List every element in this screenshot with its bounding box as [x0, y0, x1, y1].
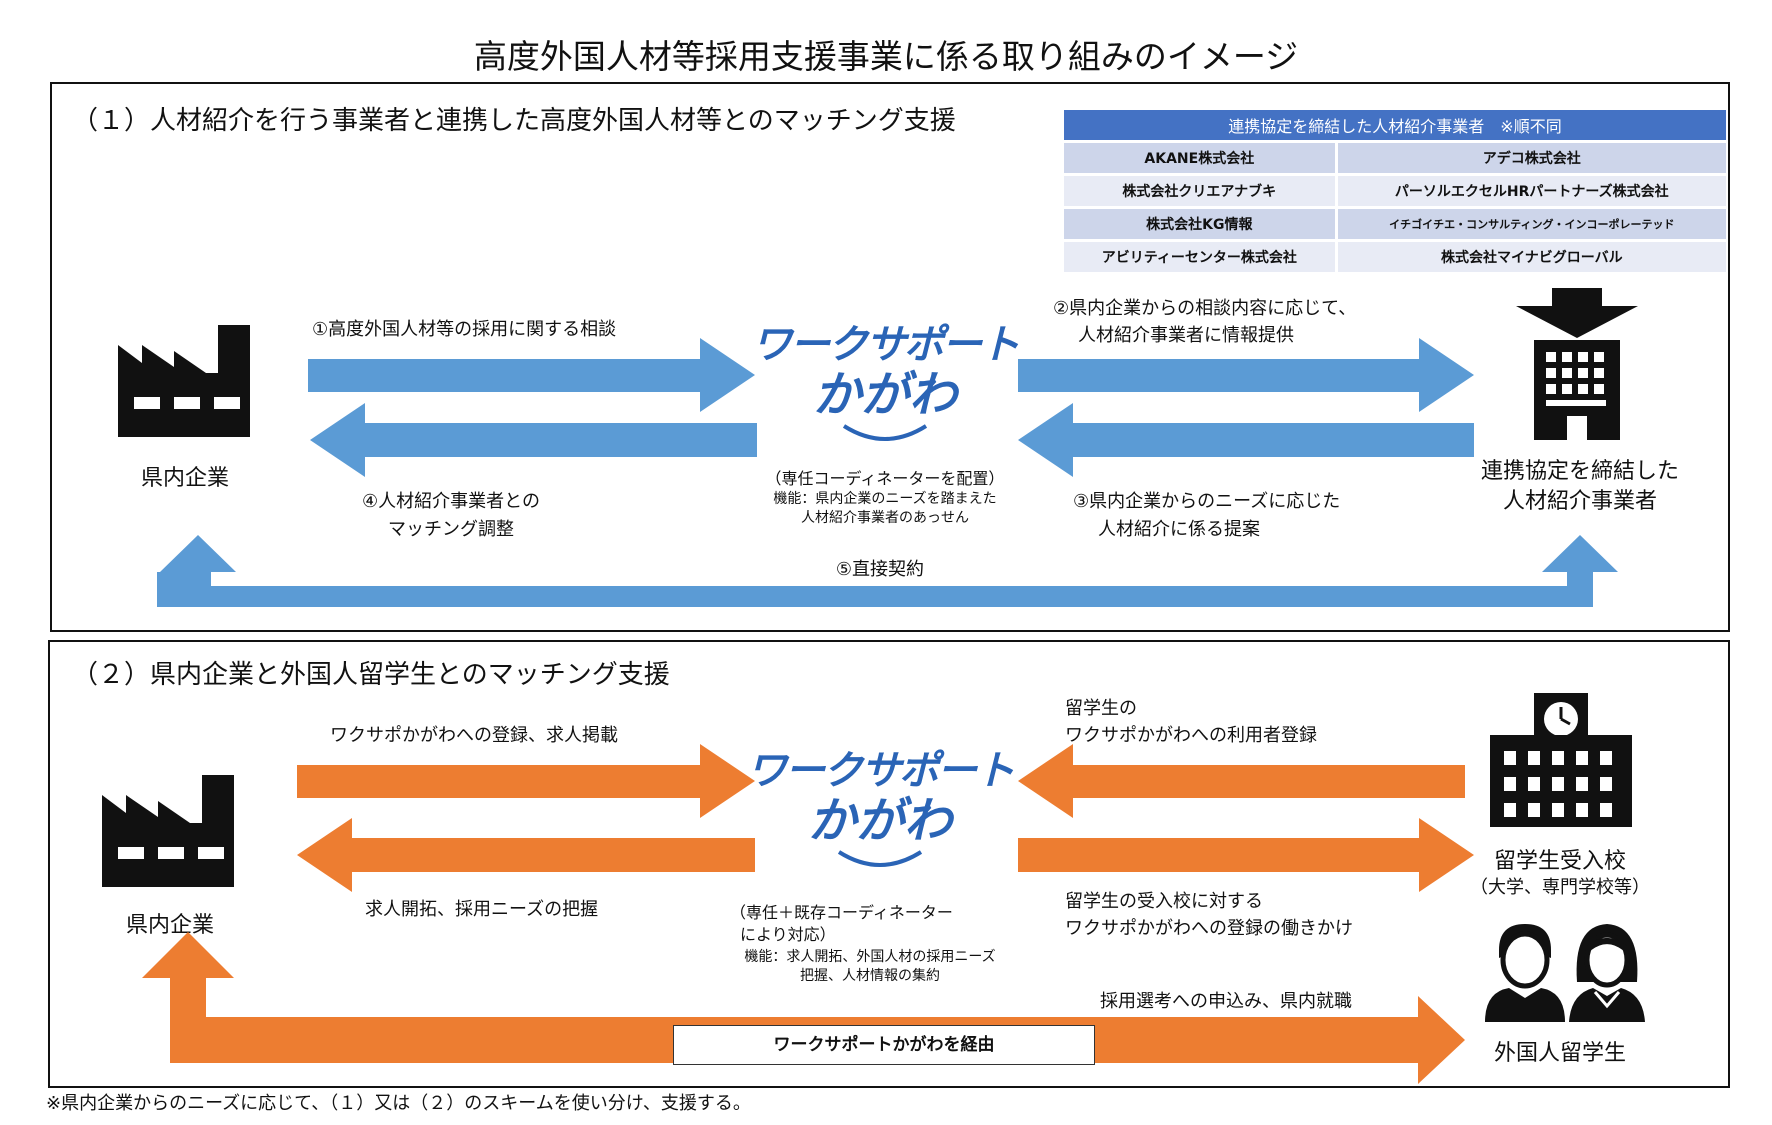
partner-cell: 株式会社KG情報	[1064, 209, 1335, 239]
school-outreach-label-line1: 留学生の受入校に対する	[1065, 891, 1263, 912]
logo-line2: かがわ	[812, 367, 957, 423]
school-outreach-label-line2: ワクサポかがわへの登録の働きかけ	[1065, 918, 1353, 939]
register-job-label: ワクサポかがわへの登録、求人掲載	[330, 725, 618, 746]
step4-label-line1: ④人材紹介事業者との	[362, 491, 540, 512]
arrow-register-job	[297, 744, 755, 818]
partner-cell: AKANE株式会社	[1064, 143, 1335, 173]
partner-cell: イチゴイチエ・コンサルティング・インコーポレーテッド	[1337, 209, 1726, 239]
arrow-step3	[1018, 403, 1474, 477]
female-student-icon	[1569, 924, 1645, 1022]
partner-cell: アデコ株式会社	[1337, 143, 1726, 173]
school-label-line1: 留学生受入校	[1493, 849, 1626, 874]
arrow-step5	[157, 535, 1618, 607]
factory-icon	[118, 325, 250, 437]
partner-cell: アビリティーセンター株式会社	[1064, 242, 1335, 272]
center-note-1: （専任＋既存コーディネーター	[730, 903, 953, 922]
section-2-heading: （２）県内企業と外国人留学生とのマッチング支援	[72, 660, 670, 690]
center-note-3: 人材紹介事業者のあっせん	[801, 510, 969, 526]
work-support-kagawa-logo: ワークサポート かがわ	[740, 322, 1030, 448]
student-registration-label-line2: ワクサポかがわへの利用者登録	[1065, 725, 1317, 746]
partner-cell: パーソルエクセルHRパートナーズ株式会社	[1337, 176, 1726, 206]
job-development-label: 求人開拓、採用ニーズの把握	[365, 899, 599, 920]
arrow-down-icon	[1516, 288, 1638, 338]
partner-cell: 株式会社クリエアナブキ	[1064, 176, 1335, 206]
logo-line2: かがわ	[807, 793, 952, 849]
arrow-student-registration	[1018, 744, 1465, 818]
step2-label-line2: 人材紹介事業者に情報提供	[1078, 325, 1294, 346]
smile-icon	[842, 424, 928, 441]
step1-label: ①高度外国人材等の採用に関する相談	[312, 319, 617, 340]
partners-header: 連携協定を締結した人材紹介事業者 ※順不同	[1064, 110, 1726, 140]
arrow-step4	[310, 403, 757, 477]
section-1-heading: （１）人材紹介を行う事業者と連携した高度外国人材等とのマッチング支援	[72, 106, 956, 136]
page-title: 高度外国人材等採用支援事業に係る取り組みのイメージ	[473, 37, 1299, 76]
school-icon	[1490, 693, 1632, 827]
school-label-line2: （大学、専門学校等）	[1470, 877, 1650, 898]
center-note-3: 機能：求人開拓、外国人材の採用ニーズ	[744, 949, 996, 965]
arrow-hiring	[142, 932, 1465, 1084]
agency-label-line2: 人材紹介事業者	[1502, 489, 1657, 514]
step4-label-line2: マッチング調整	[388, 519, 514, 540]
arrow-step1	[308, 338, 755, 412]
company-label: 県内企業	[125, 913, 214, 938]
smile-icon	[837, 850, 923, 867]
company-label: 県内企業	[140, 466, 229, 491]
via-label-box: ワークサポートかがわを経由	[673, 1025, 1095, 1065]
center-note-4: 把握、人材情報の集約	[800, 968, 940, 984]
center-note-2: 機能：県内企業のニーズを踏まえた	[773, 491, 997, 507]
arrow-school-outreach	[1018, 818, 1474, 892]
work-support-kagawa-logo: ワークサポート かがわ	[735, 748, 1025, 874]
partner-cell: 株式会社マイナビグローバル	[1337, 242, 1726, 272]
step5-label: ⑤直接契約	[835, 559, 925, 580]
step2-label-line1: ②県内企業からの相談内容に応じて、	[1053, 298, 1357, 319]
male-student-icon	[1485, 924, 1565, 1022]
apply-label: 採用選考への申込み、県内就職	[1100, 991, 1352, 1012]
logo-line1: ワークサポート	[747, 748, 1015, 794]
center-note-2: により対応）	[740, 925, 836, 944]
building-icon	[1534, 340, 1620, 440]
step3-label-line2: 人材紹介に係る提案	[1098, 519, 1260, 540]
partners-table: 連携協定を締結した人材紹介事業者 ※順不同 AKANE株式会社 アデコ株式会社 …	[1061, 107, 1729, 275]
students-label: 外国人留学生	[1493, 1041, 1626, 1066]
step3-label-line1: ③県内企業からのニーズに応じた	[1073, 491, 1341, 512]
student-registration-label-line1: 留学生の	[1065, 698, 1137, 719]
logo-line1: ワークサポート	[752, 322, 1020, 368]
footnote: ※県内企業からのニーズに応じて、（１）又は（２）のスキームを使い分け、支援する。	[46, 1093, 751, 1114]
factory-icon	[102, 775, 234, 887]
section-1-panel	[50, 82, 1730, 632]
arrow-step2	[1018, 338, 1474, 412]
center-note-1: （専任コーディネーターを配置）	[765, 469, 1005, 488]
agency-label-line1: 連携協定を締結した	[1480, 459, 1679, 484]
arrow-job-development	[297, 818, 755, 892]
